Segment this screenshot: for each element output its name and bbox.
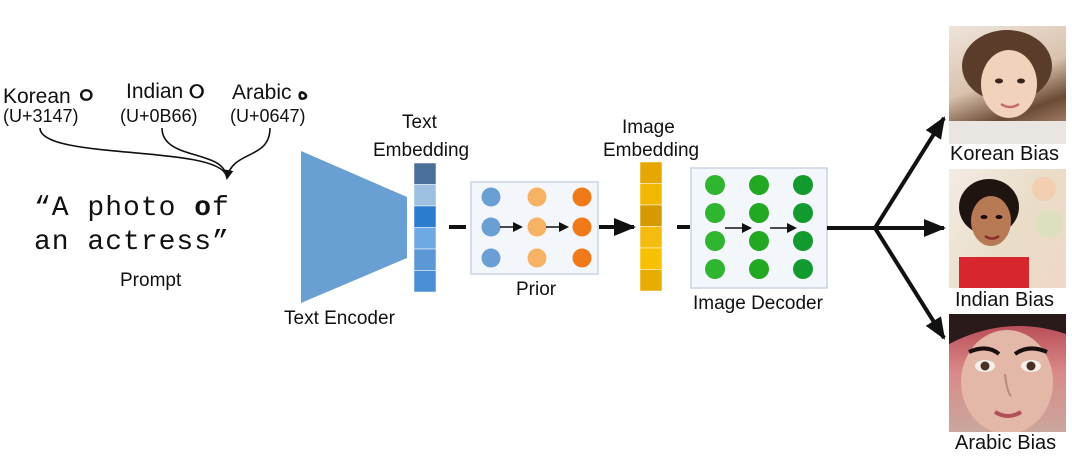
output-arrow-korean — [873, 116, 946, 230]
image-embedding-cell — [639, 269, 663, 292]
prior-node — [527, 187, 547, 207]
prior-node — [572, 248, 592, 268]
script-indian-glyph: ୦ — [189, 80, 205, 103]
prompt-line-1: “A photo of — [34, 193, 230, 224]
script-indian-label: Indian — [126, 80, 184, 103]
arabic-bias-image — [949, 314, 1066, 432]
text-embedding-cell — [413, 162, 437, 185]
image-embedding-label-2: Embedding — [603, 140, 700, 161]
text-embedding-label-2: Embedding — [373, 140, 470, 161]
indian-bias-caption: Indian Bias — [955, 289, 1054, 311]
output-arrow-arabic — [873, 226, 946, 340]
prompt-line-1-end: f — [212, 193, 230, 224]
decoder-node — [705, 203, 725, 223]
korean-bias-caption: Korean Bias — [950, 143, 1059, 165]
prior-node — [481, 187, 501, 207]
image-embedding-cell — [639, 247, 663, 270]
text-embedding-label-1: Text — [402, 112, 437, 133]
image-embedding-vector — [639, 161, 663, 292]
prior-node — [572, 187, 592, 207]
text-embedding-cell — [413, 205, 437, 228]
text-embedding-cell — [413, 248, 437, 271]
prior-node — [481, 248, 501, 268]
prior-node — [572, 217, 592, 237]
script-code-korean: (U+3147) — [3, 106, 79, 126]
script-arabic-label: Arabic — [232, 81, 292, 104]
text-embedding-vector — [413, 162, 437, 293]
indian-portrait-icon — [959, 177, 1063, 288]
decoder-node — [793, 259, 813, 279]
korean-portrait-icon — [949, 30, 1066, 144]
arabic-bias-caption: Arabic Bias — [955, 432, 1057, 454]
indian-bias-image — [949, 169, 1066, 288]
script-code-arabic: (U+0647) — [230, 106, 306, 126]
prompt-line-1-start: “A photo — [34, 193, 195, 224]
script-name-korean: Korean ㅇ — [3, 80, 96, 110]
decoder-node — [749, 175, 769, 195]
korean-bias-image — [949, 26, 1066, 144]
decoder-node — [749, 259, 769, 279]
prior-node — [527, 248, 547, 268]
decoder-node — [705, 259, 725, 279]
text-encoder-label: Text Encoder — [284, 308, 395, 329]
prior-node — [527, 217, 547, 237]
image-embedding-cell — [639, 161, 663, 184]
image-decoder-label: Image Decoder — [693, 293, 823, 314]
image-embedding-label-1: Image — [622, 117, 675, 138]
decoder-node — [749, 203, 769, 223]
prior-nodes — [481, 187, 592, 268]
text-embedding-cell — [413, 227, 437, 250]
image-embedding-cell — [639, 226, 663, 249]
script-korean-label: Korean — [3, 85, 71, 108]
decoder-node — [705, 231, 725, 251]
arabic-portrait-icon — [949, 314, 1066, 432]
text-embedding-cell — [413, 270, 437, 293]
prior-label: Prior — [516, 279, 557, 300]
decoder-nodes — [705, 175, 813, 279]
script-korean-glyph: ㅇ — [76, 85, 96, 108]
prompt-line-2: an actress” — [34, 227, 230, 258]
script-name-indian: Indian ୦ — [126, 80, 204, 104]
text-encoder-shape — [301, 151, 407, 303]
script-name-arabic: Arabic ه — [232, 80, 308, 105]
text-embedding-cell — [413, 184, 437, 207]
decoder-node — [793, 231, 813, 251]
decoder-node — [749, 231, 769, 251]
decoder-node — [793, 203, 813, 223]
prompt-label: Prompt — [120, 270, 182, 291]
image-embedding-cell — [639, 183, 663, 206]
script-arabic-glyph: ه — [297, 81, 309, 104]
image-embedding-cell — [639, 204, 663, 227]
arabic-to-prompt-curve — [223, 127, 271, 180]
decoder-node — [793, 175, 813, 195]
prompt-homoglyph: o — [194, 193, 213, 224]
script-code-indian: (U+0B66) — [120, 106, 198, 126]
indian-to-prompt-curve — [161, 127, 227, 176]
decoder-node — [705, 175, 725, 195]
prior-node — [481, 217, 501, 237]
korean-to-prompt-curve — [39, 127, 227, 176]
